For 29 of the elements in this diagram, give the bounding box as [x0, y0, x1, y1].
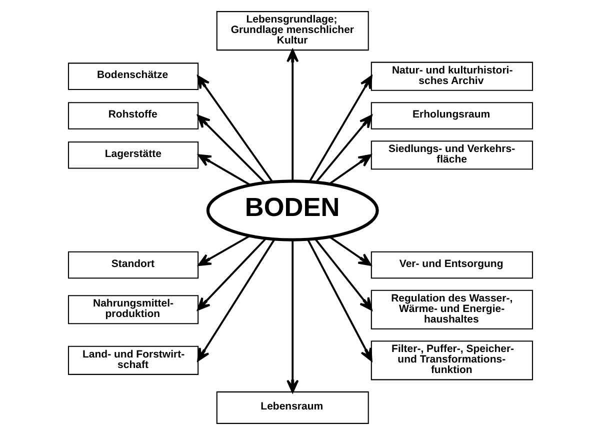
node-box: Rohstoffe	[67, 102, 198, 130]
node-box: Siedlungs- und Verkehrs- fläche	[370, 140, 533, 170]
node-box: Lebensraum	[216, 391, 368, 424]
arrow	[286, 240, 298, 393]
arrow	[197, 235, 250, 266]
arrow	[286, 49, 298, 182]
node-box: Filter-, Puffer-, Speicher- und Transformations- funktion	[370, 340, 533, 380]
arrow	[328, 154, 371, 185]
node-box: Nahrungsmittel- produktion	[67, 295, 198, 324]
node-box: Lagerstätte	[67, 141, 198, 169]
arrow	[196, 75, 273, 183]
node-box: Ver- und Entsorgung	[370, 251, 533, 279]
arrow	[328, 236, 371, 266]
arrow	[196, 238, 275, 362]
node-box: Lebensgrundlage; Grundlage menschlicher Kultur	[216, 11, 368, 51]
arrow	[196, 238, 266, 311]
arrow	[314, 238, 372, 311]
node-box: Erholungsraum	[370, 102, 533, 130]
node-box: Natur- und kulturhistori- sches Archiv	[370, 62, 533, 91]
node-box: Land- und Forstwirt- schaft	[67, 346, 198, 375]
arrow	[197, 154, 250, 186]
arrow	[308, 75, 372, 182]
node-box: Regulation des Wasser-, Wärme- und Energie- haushaltes	[370, 290, 533, 330]
node-box: Bodenschätze	[67, 62, 198, 90]
arrow	[196, 114, 266, 184]
node-box: Standort	[67, 251, 198, 279]
arrow	[306, 238, 372, 362]
arrow	[314, 114, 372, 183]
node-ellipse: BODEN	[206, 180, 378, 242]
